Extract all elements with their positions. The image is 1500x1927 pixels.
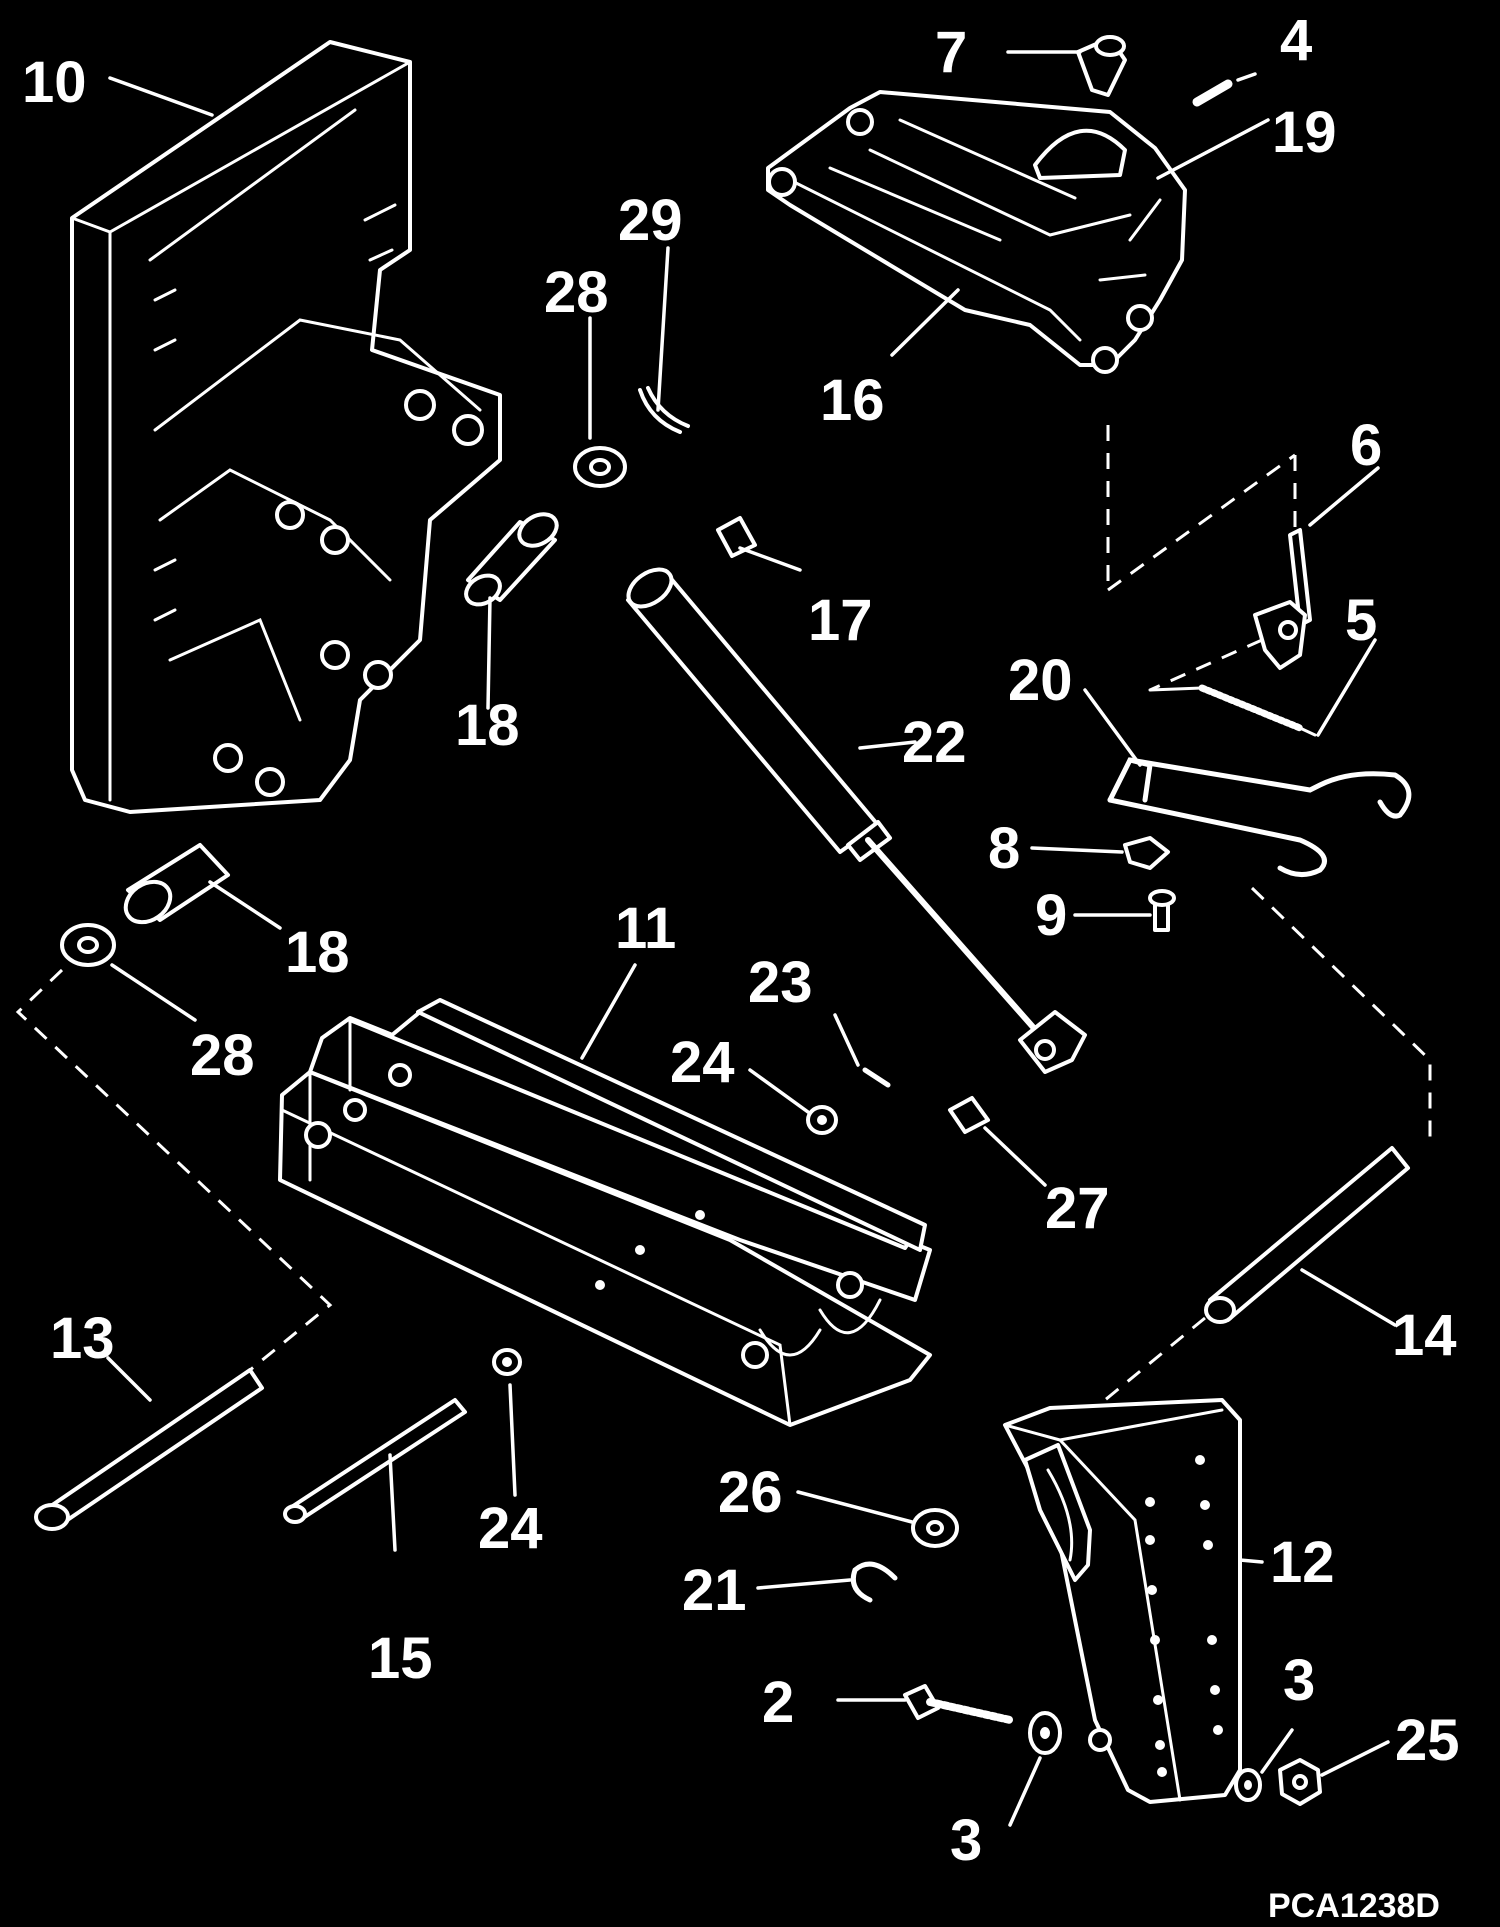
part-24-washer-upper xyxy=(806,1105,838,1135)
label-27: 27 xyxy=(1045,1176,1110,1241)
label-20: 20 xyxy=(1008,648,1073,713)
label-6: 6 xyxy=(1350,413,1382,478)
part-18-bushing-upper xyxy=(464,512,559,607)
part-22-gas-spring xyxy=(626,567,1087,1074)
part-4-pin xyxy=(1192,79,1233,107)
part-28-washer-lower xyxy=(60,923,116,967)
label-29: 29 xyxy=(618,188,683,253)
part-18-bushing-lower xyxy=(123,843,230,925)
label-11: 11 xyxy=(615,896,676,961)
label-15: 15 xyxy=(368,1626,433,1691)
part-9-screw xyxy=(1148,889,1176,932)
assembly-lines xyxy=(15,425,1432,1402)
part-10-stern-bracket xyxy=(70,40,502,814)
part-28-washer-upper xyxy=(573,446,627,488)
label-14: 14 xyxy=(1392,1303,1457,1368)
part-8-clip xyxy=(1123,836,1170,870)
callout-labels: 10 7 4 19 16 29 28 6 5 17 18 20 22 8 9 1… xyxy=(22,8,1460,1925)
part-27-pin xyxy=(948,1096,990,1134)
label-2: 2 xyxy=(762,1670,794,1735)
leader-lines xyxy=(106,50,1397,1827)
part-29-cotter xyxy=(638,386,690,434)
part-13-shaft xyxy=(34,1368,264,1531)
part-24-washer-lower xyxy=(492,1348,522,1376)
label-28-upper: 28 xyxy=(544,260,609,325)
part-17-pin xyxy=(716,516,757,558)
label-12: 12 xyxy=(1270,1530,1335,1595)
label-22: 22 xyxy=(902,710,967,775)
label-13: 13 xyxy=(50,1306,115,1371)
label-26: 26 xyxy=(718,1460,783,1525)
label-24-lower: 24 xyxy=(478,1496,543,1561)
part-5-spring xyxy=(1148,684,1317,737)
label-25: 25 xyxy=(1395,1708,1460,1773)
label-4: 4 xyxy=(1280,8,1312,73)
label-3-left: 3 xyxy=(950,1808,982,1873)
label-17: 17 xyxy=(808,588,873,653)
label-16: 16 xyxy=(820,368,885,433)
part-7-knob xyxy=(1076,35,1127,97)
label-9: 9 xyxy=(1035,883,1067,948)
part-12-bracket xyxy=(1003,1398,1242,1804)
figure-code: PCA1238D xyxy=(1268,1887,1440,1925)
part-15-rod xyxy=(283,1398,467,1524)
label-8: 8 xyxy=(988,816,1020,881)
label-19: 19 xyxy=(1272,100,1337,165)
part-11-channel xyxy=(278,998,932,1427)
label-24-upper: 24 xyxy=(670,1030,735,1095)
label-3-right: 3 xyxy=(1283,1648,1315,1713)
part-3-washer-right xyxy=(1234,1768,1262,1802)
label-21: 21 xyxy=(682,1558,747,1623)
label-23: 23 xyxy=(748,950,813,1015)
part-3-washer-left xyxy=(1028,1711,1062,1755)
part-25-nut xyxy=(1278,1758,1322,1806)
part-26-washer xyxy=(911,1508,959,1548)
part-14-shaft xyxy=(1204,1146,1410,1324)
label-7: 7 xyxy=(935,20,967,85)
label-18-lower: 18 xyxy=(285,920,350,985)
label-18-upper: 18 xyxy=(455,693,520,758)
label-10: 10 xyxy=(22,50,87,115)
bracket-holes xyxy=(1145,1455,1223,1777)
part-16-swivel-bracket xyxy=(766,90,1187,374)
part-6-lever xyxy=(1253,528,1312,670)
part-23-pin xyxy=(862,1067,891,1088)
label-28-lower: 28 xyxy=(190,1023,255,1088)
part-2-bolt xyxy=(903,1684,1014,1724)
label-5: 5 xyxy=(1345,588,1377,653)
part-21-eclip xyxy=(850,1561,898,1603)
